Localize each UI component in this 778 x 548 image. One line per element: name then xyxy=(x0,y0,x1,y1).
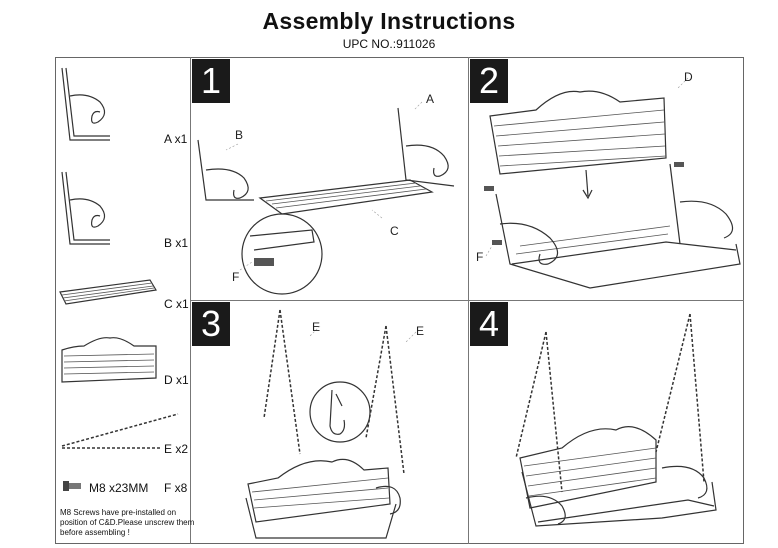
step-4-drawing xyxy=(515,313,717,527)
part-a-drawing xyxy=(61,67,110,141)
step-2-callout-f: F xyxy=(476,250,484,264)
part-e-label: E x2 xyxy=(164,442,189,456)
step-3-callout-e1: E xyxy=(312,320,321,334)
step-1-number: 1 xyxy=(192,59,230,103)
part-a-label: A x1 xyxy=(164,132,188,146)
part-c-label: C x1 xyxy=(164,297,189,311)
divider-steps-horizontal xyxy=(190,300,744,301)
part-d-label: D x1 xyxy=(164,373,189,387)
step-4-number: 4 xyxy=(470,302,508,346)
screw-spec: M8 x23MM xyxy=(89,481,149,495)
part-b-drawing xyxy=(61,171,110,245)
step-1-callout-f: F xyxy=(232,270,240,284)
step-3-number: 3 xyxy=(192,302,230,346)
part-c-drawing xyxy=(59,279,157,305)
part-b-label: B x1 xyxy=(164,236,189,250)
step-2-drawing xyxy=(484,77,741,289)
upc-number: UPC NO.:911026 xyxy=(342,37,436,51)
screw-icon xyxy=(63,481,81,491)
step-2-callout-d: D xyxy=(684,70,693,84)
step-3-callout-e2: E xyxy=(416,324,425,338)
page-title: Assembly Instructions xyxy=(262,8,516,34)
step-1-callout-c: C xyxy=(390,224,399,238)
part-e-drawing xyxy=(61,413,179,449)
part-f-label: F x8 xyxy=(164,481,188,495)
preinstall-note: M8 Screws have pre-installed on position… xyxy=(60,508,195,537)
step-1-callout-b: B xyxy=(235,128,244,142)
step-1-drawing xyxy=(197,101,455,295)
step-3-drawing xyxy=(245,309,417,539)
step-1-callout-a: A xyxy=(426,92,435,106)
part-d-drawing xyxy=(61,337,157,383)
step-2-number: 2 xyxy=(470,59,508,103)
